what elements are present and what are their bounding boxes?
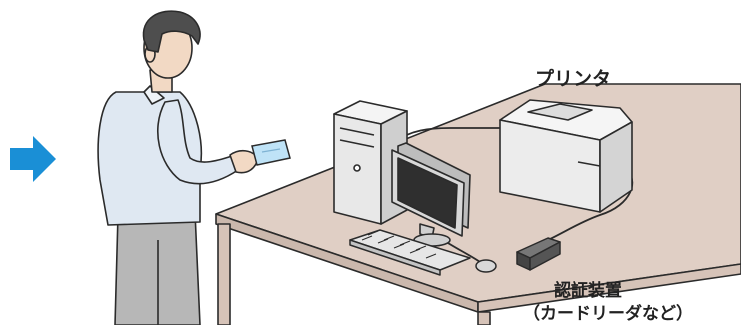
person-icon	[97, 10, 259, 325]
printer-label: プリンタ	[535, 68, 612, 90]
right-arrow-icon	[10, 136, 56, 182]
mouse-icon	[475, 259, 497, 273]
monitor-icon	[391, 142, 471, 247]
printer-icon	[499, 99, 633, 213]
keyboard-icon	[349, 229, 471, 276]
auth-device-sublabel: （カードリーダなど）	[523, 304, 693, 324]
id-card-icon	[251, 139, 291, 166]
card-reader-icon	[516, 237, 561, 271]
desk-icon	[215, 83, 741, 325]
auth-device-label: 認証装置	[554, 281, 622, 301]
